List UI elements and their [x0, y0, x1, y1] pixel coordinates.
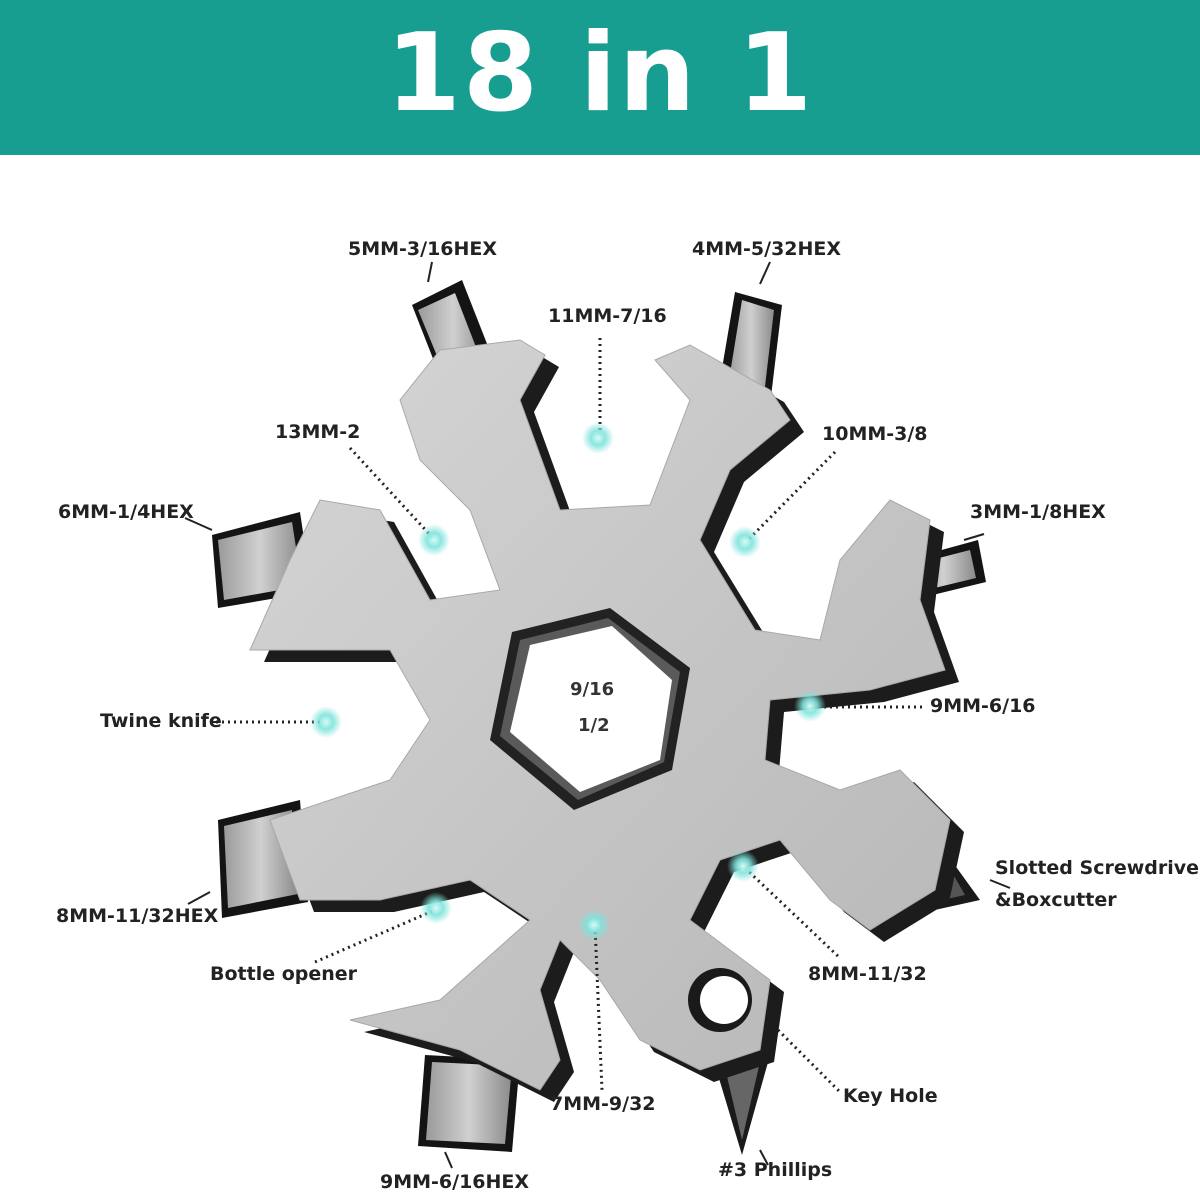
- marker-twine: [310, 706, 342, 738]
- hex-bit-9mm: [418, 1055, 520, 1152]
- label-hex-9mm: 9MM-6/16HEX: [380, 1171, 530, 1193]
- label-hex-4mm: 4MM-5/32HEX: [692, 238, 842, 260]
- marker-9mm: [794, 690, 826, 722]
- title-banner: 18 in 1: [0, 0, 1200, 155]
- marker-11mm: [582, 422, 614, 454]
- leader-bottle: [314, 908, 436, 964]
- banner-title: 18 in 1: [385, 10, 815, 136]
- label-wrench-10mm: 10MM-3/8: [822, 423, 928, 445]
- leader-10mm: [746, 450, 837, 542]
- label-slotted-screwdriver: Slotted Screwdriver: [995, 857, 1200, 879]
- label-wrench-9mm: 9MM-6/16: [930, 695, 1036, 717]
- marker-10mm: [729, 526, 761, 558]
- center-hex-opening: [490, 608, 690, 810]
- label-twine-knife: Twine knife: [100, 710, 222, 732]
- label-hex-6mm: 6MM-1/4HEX: [58, 501, 194, 523]
- key-hole: [688, 968, 752, 1032]
- phillips-tip: [715, 1055, 770, 1155]
- label-wrench-13mm: 13MM-2: [275, 421, 361, 443]
- center-size-bottom: 1/2: [578, 715, 610, 736]
- marker-8mm: [727, 850, 759, 882]
- marker-bottle: [420, 892, 452, 924]
- leader-8mm: [743, 866, 842, 960]
- center-size-top: 9/16: [570, 679, 615, 700]
- solid-ticks: [184, 261, 1011, 1169]
- label-hex-5mm: 5MM-3/16HEX: [348, 238, 498, 260]
- label-bottle-opener: Bottle opener: [210, 963, 358, 985]
- label-phillips: #3 Phillips: [718, 1159, 833, 1181]
- label-key-hole: Key Hole: [843, 1085, 938, 1107]
- label-wrench-11mm: 11MM-7/16: [548, 305, 667, 327]
- marker-13mm: [418, 524, 450, 556]
- label-wrench-8mm: 8MM-11/32: [808, 963, 927, 985]
- label-wrench-7mm: 7MM-9/32: [550, 1093, 656, 1115]
- leader-keyhole: [776, 1028, 842, 1094]
- leader-13mm: [348, 446, 434, 539]
- leader-lines: [216, 338, 925, 1094]
- label-boxcutter: &Boxcutter: [995, 889, 1117, 911]
- label-hex-3mm: 3MM-1/8HEX: [970, 501, 1106, 523]
- glow-markers: [310, 422, 826, 941]
- marker-7mm: [578, 909, 610, 941]
- label-hex-8mm: 8MM-11/32HEX: [56, 905, 219, 927]
